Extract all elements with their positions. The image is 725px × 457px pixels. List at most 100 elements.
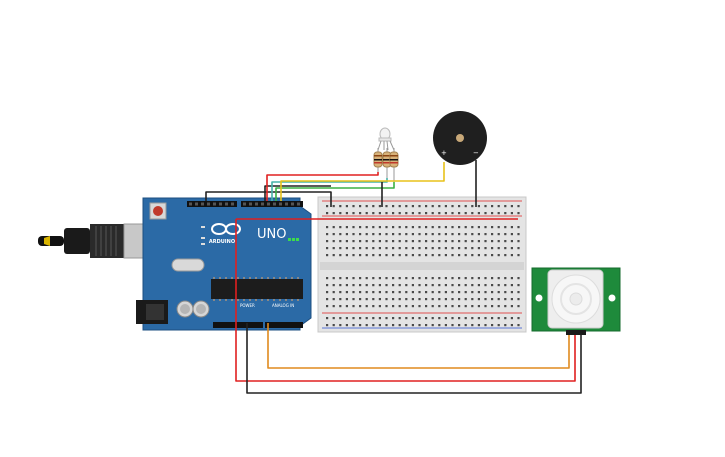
breadboard-hole <box>339 254 342 257</box>
breadboard-hole <box>471 298 474 301</box>
breadboard-hole <box>517 247 520 250</box>
breadboard-hole <box>471 277 474 280</box>
breadboard-hole <box>411 291 414 294</box>
breadboard-hole <box>431 284 434 287</box>
usb-grip-lines <box>95 226 117 256</box>
breadboard-hole <box>398 233 401 236</box>
breadboard-hole <box>425 233 428 236</box>
arduino-pcb <box>142 197 312 331</box>
breadboard-hole <box>385 240 388 243</box>
wire-green-to-resistor[interactable] <box>275 182 395 201</box>
breadboard-hole <box>411 205 414 208</box>
analog-header-label: ANALOG IN <box>272 303 294 308</box>
breadboard-hole <box>517 324 520 327</box>
breadboard-hole <box>345 247 348 250</box>
breadboard-hole <box>359 233 362 236</box>
capacitor-right-top <box>196 304 206 314</box>
resistor-2-band <box>383 155 391 157</box>
breadboard-hole <box>451 317 454 320</box>
rgb-led[interactable] <box>377 127 395 151</box>
breadboard-hole <box>326 212 329 215</box>
breadboard-hole <box>504 226 507 229</box>
breadboard-hole <box>332 317 335 320</box>
breadboard-hole <box>451 324 454 327</box>
breadboard-holes <box>326 205 520 327</box>
breadboard-hole <box>458 277 461 280</box>
breadboard-hole <box>425 284 428 287</box>
arduino-uno-board[interactable]: ARDUINO UNO <box>136 197 312 331</box>
breadboard-hole <box>491 284 494 287</box>
breadboard-hole <box>444 205 447 208</box>
breadboard-hole <box>359 254 362 257</box>
breadboard-hole <box>378 226 381 229</box>
breadboard-hole <box>458 233 461 236</box>
reset-button-cap <box>153 206 163 216</box>
breadboard-hole <box>411 317 414 320</box>
breadboard-hole <box>372 240 375 243</box>
breadboard-hole <box>392 277 395 280</box>
breadboard-hole <box>438 305 441 308</box>
breadboard-hole <box>484 298 487 301</box>
breadboard-hole <box>339 284 342 287</box>
breadboard-hole <box>378 324 381 327</box>
breadboard-hole <box>352 226 355 229</box>
breadboard-hole <box>510 254 513 257</box>
breadboard[interactable] <box>317 196 527 333</box>
wire-orange-pir-signal[interactable] <box>267 323 570 369</box>
breadboard-hole <box>345 240 348 243</box>
breadboard-hole <box>464 317 467 320</box>
breadboard-hole <box>359 298 362 301</box>
breadboard-hole <box>484 240 487 243</box>
breadboard-hole <box>372 324 375 327</box>
breadboard-hole <box>471 254 474 257</box>
breadboard-hole <box>471 212 474 215</box>
breadboard-hole <box>451 233 454 236</box>
breadboard-hole <box>405 226 408 229</box>
breadboard-hole <box>504 298 507 301</box>
breadboard-hole <box>418 226 421 229</box>
breadboard-hole <box>385 233 388 236</box>
breadboard-hole <box>517 254 520 257</box>
wire-teal-to-resistor[interactable] <box>271 178 388 201</box>
breadboard-hole <box>326 324 329 327</box>
breadboard-hole <box>484 305 487 308</box>
breadboard-hole <box>418 298 421 301</box>
breadboard-hole <box>464 212 467 215</box>
breadboard-hole <box>345 212 348 215</box>
breadboard-hole <box>458 317 461 320</box>
breadboard-hole <box>352 205 355 208</box>
breadboard-hole <box>398 284 401 287</box>
breadboard-hole <box>332 277 335 280</box>
resistor-3-band <box>390 159 398 161</box>
breadboard-hole <box>339 317 342 320</box>
wire-black-short[interactable] <box>264 185 331 201</box>
breadboard-hole <box>392 212 395 215</box>
breadboard-hole <box>405 247 408 250</box>
breadboard-hole <box>326 277 329 280</box>
resistor-1[interactable] <box>373 148 383 172</box>
wire-red-pir-vcc[interactable] <box>235 219 576 382</box>
wire-black-gnd-to-breadboard[interactable] <box>205 191 332 207</box>
breadboard-hole <box>510 317 513 320</box>
wire-black-pir-gnd[interactable] <box>246 323 582 394</box>
piezo-buzzer[interactable]: + − <box>433 111 487 165</box>
breadboard-hole <box>477 324 480 327</box>
breadboard-hole <box>398 240 401 243</box>
breadboard-hole <box>326 226 329 229</box>
breadboard-hole <box>464 205 467 208</box>
resistor-1-band <box>374 162 382 164</box>
breadboard-hole <box>510 205 513 208</box>
breadboard-hole <box>332 212 335 215</box>
breadboard-hole <box>345 226 348 229</box>
pir-motion-sensor[interactable] <box>531 267 621 335</box>
breadboard-hole <box>491 240 494 243</box>
wire-yellow-to-buzzer[interactable] <box>280 162 445 201</box>
resistor-3[interactable] <box>389 148 399 182</box>
breadboard-hole <box>504 205 507 208</box>
wire-red-to-resistor[interactable] <box>266 172 379 201</box>
breadboard-hole <box>372 205 375 208</box>
breadboard-hole <box>451 298 454 301</box>
breadboard-hole <box>458 212 461 215</box>
breadboard-hole <box>484 284 487 287</box>
breadboard-hole <box>398 212 401 215</box>
